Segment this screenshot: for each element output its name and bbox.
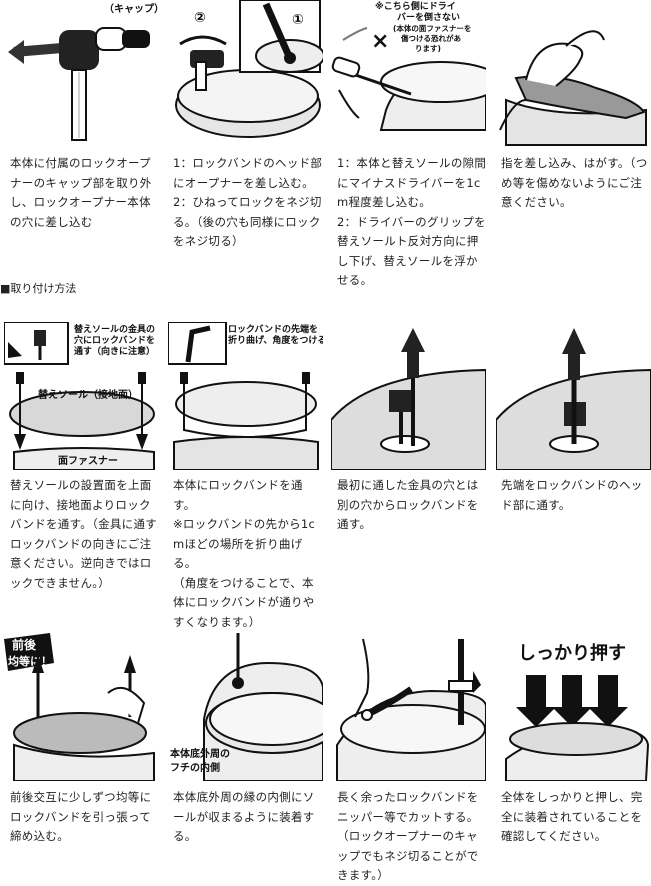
edge-label-2: フチの内側 xyxy=(170,761,220,774)
caption-step-3: 1：本体と替えソールの隙間にマイナスドライバーを1cm程度差し込む。 2：ドライ… xyxy=(337,156,487,287)
warn-line-5: ります) xyxy=(415,44,441,53)
caption-finish-3: 長く余ったロックバンドをニッパー等でカットする。（ロックオープナーのキャップでも… xyxy=(337,790,479,882)
illustration-insert-driver: × ※こちら側にドライ バーを倒さない (本体の面ファスナーを 傷つける恐れがあ… xyxy=(331,0,486,148)
step1-marker: ① xyxy=(292,12,304,28)
illustration-remove-cap: （キャップ） xyxy=(4,0,159,148)
caption-step-4: 指を差し込み、はがす。（つめ等を傷めないようにご注意ください。 xyxy=(501,156,648,209)
illustration-bend-band: ロックバンドの先端を 折り曲げ、角度をつける xyxy=(168,322,323,470)
warn-line-2: バーを倒さない xyxy=(397,11,460,23)
illustration-pass-band xyxy=(331,322,486,470)
warn-line-1: ※こちら側にドライ xyxy=(375,0,456,12)
caption-finish-1: 前後交互に少しずつ均等にロックバンドを引っ張って締め込む。 xyxy=(10,790,152,843)
fastener-label: 面ファスナー xyxy=(58,455,118,467)
bend-note-line-2: 折り曲げ、角度をつける xyxy=(228,334,323,346)
caption-step-2: 1：ロックバンドのヘッド部にオープナーを差し込む。 2：ひねってロックをネジ切る… xyxy=(173,156,323,248)
sole-label: 替えソール（接地面） xyxy=(38,388,138,401)
illustration-head-through xyxy=(496,322,651,470)
illustration-tighten-band: 前後 均等に！ xyxy=(4,633,159,781)
note-line-1: 替えソールの金具の xyxy=(74,323,155,335)
caption-finish-2: 本体底外周の縁の内側にソールが収まるように装着する。 xyxy=(173,790,315,843)
illustration-press-firmly: しっかり押す xyxy=(496,633,651,781)
caption-install-3: 最初に通した金具の穴とは別の穴からロックバンドを通す。 xyxy=(337,478,479,531)
edge-label-1: 本体底外周の xyxy=(170,747,230,760)
badge-line-1: 前後 xyxy=(12,637,37,652)
cap-label: （キャップ） xyxy=(104,2,159,15)
press-label: しっかり押す xyxy=(518,642,626,664)
caption-install-2: 本体にロックバンドを通す。 ※ロックバンドの先から1cmほどの場所を折り曲げる。… xyxy=(173,478,316,629)
section-heading: ■取り付け方法 xyxy=(0,282,77,295)
note-line-3: 通す（向きに注意） xyxy=(74,345,155,357)
caption-finish-4: 全体をしっかりと押し、完全に装着されていることを確認してください。 xyxy=(501,790,643,843)
bend-note-line-1: ロックバンドの先端を xyxy=(228,323,318,335)
no-mark: × xyxy=(371,29,389,54)
badge-line-2: 均等に！ xyxy=(8,654,52,668)
step2-marker: ② xyxy=(194,10,206,26)
caption-install-4: 先端をロックバンドのヘッド部に通す。 xyxy=(501,478,643,512)
note-line-2: 穴にロックバンドを xyxy=(74,334,155,346)
illustration-twist-lock: ② ① xyxy=(168,0,323,148)
illustration-fit-edge: 本体底外周の フチの内側 xyxy=(168,633,323,781)
caption-step-1: 本体に付属のロックオープナーのキャップ部を取り外し、ロックオープナー本体の穴に差… xyxy=(10,156,152,229)
warn-line-3: (本体の面ファスナーを xyxy=(393,23,471,33)
illustration-peel-sole xyxy=(496,0,651,148)
caption-install-1: 替えソールの設置面を上面に向け、接地面よりロックバンドを通す。（金具に通すロック… xyxy=(10,478,158,590)
illustration-thread-band: 替えソールの金具の 穴にロックバンドを 通す（向きに注意） 替えソール（接地面）… xyxy=(4,322,159,470)
warn-line-4: 傷つける恐れがあ xyxy=(400,33,461,43)
illustration-cut-band xyxy=(331,633,486,781)
